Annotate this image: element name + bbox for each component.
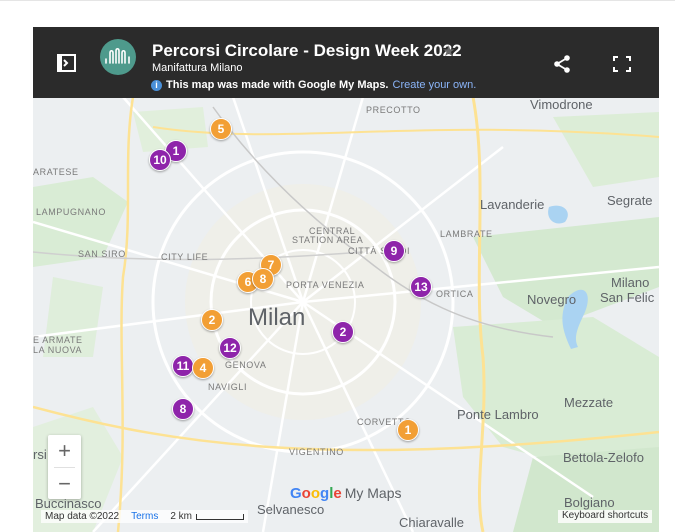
label-rsi: rsi: [33, 447, 47, 462]
label-central-station-2: STATION AREA: [292, 235, 364, 245]
logo-waveform-icon: [100, 39, 136, 75]
label-city-life: CITY LIFE: [161, 252, 209, 262]
map-marker[interactable]: 2: [332, 321, 354, 343]
label-vimodrone: Vimodrone: [530, 97, 593, 112]
star-icon[interactable]: ★: [442, 43, 456, 60]
map-header: Percorsi Circolare - Design Week 2022 ★ …: [33, 27, 659, 98]
map-marker[interactable]: 5: [210, 118, 232, 140]
map-marker[interactable]: 13: [410, 276, 432, 298]
label-vigentino: VIGENTINO: [289, 447, 344, 457]
map-frame[interactable]: PRECOTTO Vimodrone ARATESE LAMPUGNANO SA…: [33, 27, 659, 532]
zoom-out-button[interactable]: −: [58, 471, 71, 496]
label-bolgiano: Bolgiano: [564, 495, 615, 510]
label-mezzate: Mezzate: [564, 395, 614, 410]
label-genova: GENOVA: [225, 360, 267, 370]
label-segrate: Segrate: [607, 193, 653, 208]
label-lampugnano: LAMPUGNANO: [36, 207, 107, 217]
create-your-own-link[interactable]: Create your own.: [392, 79, 477, 91]
made-with-notice: i This map was made with Google My Maps.…: [151, 79, 476, 91]
keyboard-shortcuts-link[interactable]: Keyboard shortcuts: [558, 510, 653, 523]
label-precotto: PRECOTTO: [366, 105, 421, 115]
label-le-armate-1: E ARMATE: [33, 335, 83, 345]
label-central-station-1: CENTRAL: [309, 226, 356, 236]
fullscreen-icon[interactable]: [607, 49, 637, 79]
label-buccinasco: Buccinasco: [35, 496, 102, 511]
terms-link[interactable]: Terms: [131, 511, 159, 522]
label-porta-venezia: PORTA VENEZIA: [286, 280, 365, 290]
zoom-in-button[interactable]: +: [58, 438, 71, 463]
info-icon: i: [151, 79, 162, 91]
map-marker[interactable]: 10: [149, 149, 171, 171]
label-ponte-lambro: Ponte Lambro: [457, 407, 539, 422]
label-chiaravalle: Chiaravalle: [399, 515, 465, 530]
map-marker[interactable]: 1: [397, 419, 419, 441]
zoom-controls: + −: [48, 435, 81, 499]
label-milano-san-felice-1: Milano: [611, 275, 650, 290]
label-lavanderie: Lavanderie: [480, 197, 545, 212]
map-data-attribution: Map data ©2022: [45, 511, 120, 522]
label-citta-studi: CITTÀ STUDI: [348, 246, 411, 256]
map-marker[interactable]: 8: [252, 268, 274, 290]
map-marker[interactable]: 8: [172, 398, 194, 420]
label-ortica: ORTICA: [436, 289, 474, 299]
map-footer: Map data ©2022 Terms 2 km: [41, 510, 248, 523]
label-novegro: Novegro: [527, 292, 577, 307]
map-marker[interactable]: 4: [192, 357, 214, 379]
map-marker[interactable]: 2: [201, 309, 223, 331]
label-navigli: NAVIGLI: [208, 382, 248, 392]
label-milan: Milan: [248, 304, 306, 331]
map-subtitle: Manifattura Milano: [152, 62, 243, 74]
zoom-divider: [54, 467, 75, 468]
label-san-siro: SAN SIRO: [78, 249, 126, 259]
share-icon[interactable]: [547, 49, 577, 79]
label-corvetto: CORVETTO: [357, 417, 412, 427]
label-aratese: ARATESE: [33, 167, 79, 177]
scale-label[interactable]: 2 km: [170, 511, 192, 522]
map-marker[interactable]: 12: [219, 337, 241, 359]
map-title: Percorsi Circolare - Design Week 2022: [152, 41, 462, 60]
label-selvanesco: Selvanesco: [257, 502, 325, 517]
sidebar-toggle-icon[interactable]: [51, 48, 81, 78]
notice-text: This map was made with Google My Maps.: [166, 79, 389, 91]
map-marker[interactable]: 9: [383, 240, 405, 262]
label-le-armate-2: LA NUOVA: [33, 345, 83, 355]
scale-bar: [196, 513, 244, 520]
label-bettola: Bettola-Zelofo: [563, 450, 644, 465]
label-milano-san-felice-2: San Felic: [600, 290, 655, 305]
label-lambrate: LAMBRATE: [440, 229, 493, 239]
map-marker[interactable]: 11: [172, 355, 194, 377]
